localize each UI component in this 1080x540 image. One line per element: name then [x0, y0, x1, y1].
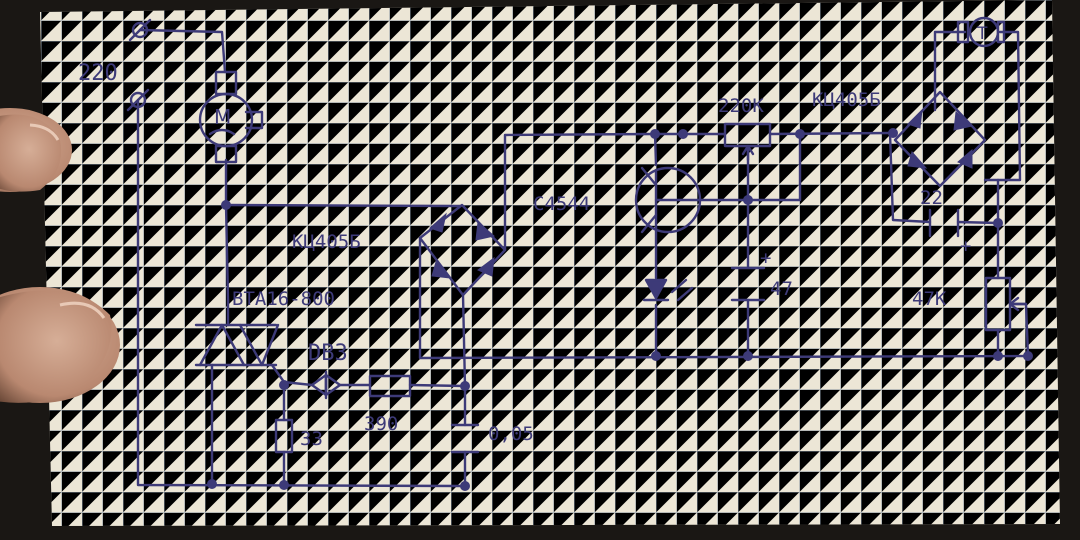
capacitor-47-label: 47 — [770, 278, 793, 300]
tacho-letter: T — [976, 24, 988, 44]
pot-47k-label: 47K — [912, 288, 947, 310]
resistor-390-label: 390 — [364, 413, 398, 435]
resistor-33-label: 33 — [300, 428, 323, 450]
motor-letter: M — [214, 105, 231, 129]
bridge-left-diodes — [429, 212, 496, 279]
capacitor-22-label: 22 — [920, 187, 943, 209]
capacitor-22-plus: + — [960, 235, 971, 257]
diac-label: DB3 — [308, 341, 348, 366]
bridge-left-label: КЦ405Б — [292, 231, 361, 253]
diac-symbol — [310, 370, 342, 400]
capacitor-005-label: 0,05 — [488, 423, 534, 445]
capacitor-47 — [730, 266, 766, 302]
mains-voltage-label: 220 — [78, 61, 118, 86]
junction-dots — [207, 128, 1033, 491]
tacho-symbol — [956, 16, 1006, 48]
graph-paper — [40, 0, 1060, 526]
capacitor-005 — [450, 423, 480, 454]
mains-terminals — [126, 18, 152, 112]
triac-symbol — [194, 298, 280, 367]
motor-symbol — [198, 70, 264, 164]
capacitor-22 — [928, 208, 960, 238]
pot-220k-label: 220K — [718, 95, 764, 117]
capacitor-47-plus: + — [760, 247, 771, 269]
pot-47k — [984, 276, 1028, 332]
triac-label: BTA16-800 — [232, 288, 335, 310]
resistor-390 — [368, 374, 412, 398]
transistor-label: C4544 — [533, 193, 590, 215]
resistor-33 — [274, 418, 294, 454]
led-symbol — [642, 278, 694, 302]
fingers — [0, 108, 120, 403]
bridge-right-label: КЦ405Б — [812, 89, 881, 111]
bridge-right-diodes — [907, 108, 974, 169]
transistor-symbol — [634, 166, 702, 234]
wires — [136, 28, 1032, 488]
pot-220k — [723, 122, 772, 162]
